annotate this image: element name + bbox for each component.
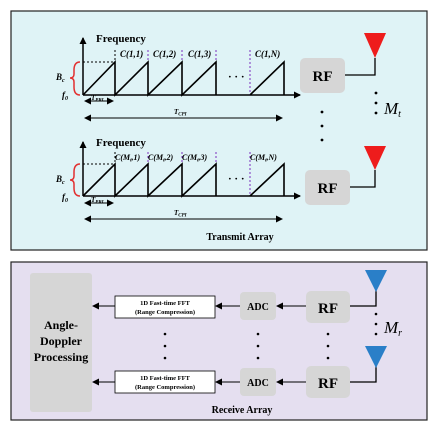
receive-array-title: Receive Array — [212, 405, 273, 416]
transmit-panel — [10, 10, 428, 251]
tcpi-label-2: TCPI — [174, 209, 188, 219]
chirp-sawtooth-1 — [82, 60, 217, 97]
tx-rf-label-2: RF — [318, 181, 338, 197]
tx-antenna-1 — [345, 33, 386, 76]
code-label: C(1,2) — [153, 49, 176, 59]
tpri-label-1: TPRI — [91, 94, 105, 104]
bandwidth-bracket-2 — [69, 163, 81, 197]
rx-antenna-1 — [350, 270, 387, 307]
fft-line1-2: 1D Fast-time FFT — [140, 375, 190, 382]
tx-rf-label-1: RF — [313, 69, 333, 85]
rx-rf-label-2: RF — [318, 376, 338, 392]
adc-block-1 — [240, 292, 276, 320]
bandwidth-label-2: Bc — [55, 174, 65, 186]
fft-line2-2: (Range Compression) — [135, 384, 195, 391]
mr-label: Mr — [383, 318, 402, 339]
code-label: C(1,3) — [188, 49, 211, 59]
code-label: C(Mt,N) — [250, 153, 277, 164]
rx-antenna-2 — [350, 346, 387, 383]
code-label: C(1,1) — [120, 49, 143, 59]
adc-label-2: ADC — [247, 378, 269, 389]
chirp-ellipsis-1: · · · — [228, 71, 245, 83]
tx-antenna-2 — [350, 146, 386, 188]
adc-block-2 — [240, 368, 276, 396]
tx-rf-block-2 — [305, 170, 350, 205]
bandwidth-label-1: Bc — [55, 72, 65, 84]
bandwidth-bracket-1 — [69, 61, 81, 96]
processing-label: Processing — [34, 350, 88, 364]
tx-dots — [320, 91, 378, 142]
angle-doppler-block — [30, 273, 92, 412]
processing-label: Angle- — [44, 318, 78, 332]
rx-rf-block-1 — [306, 291, 350, 323]
frequency-axis-label-2: Frequency — [96, 137, 146, 149]
chirp-sawtooth-2 — [82, 162, 217, 198]
chirp-ellipsis-2: · · · — [228, 173, 245, 185]
processing-label: Doppler — [40, 334, 83, 348]
adc-label-1: ADC — [247, 302, 269, 313]
f0-label-2: f0 — [62, 192, 68, 204]
chirp-plot-1: Frequency · · · Bc f0 TPRI TCPI C(1,1) C… — [55, 33, 301, 122]
code-label: C(1,N) — [255, 49, 280, 59]
code-label: C(Mt,2) — [148, 153, 174, 164]
chirp-plot-2: Frequency · · · Bc f0 TPRI TCPI C(Mt,1) … — [55, 137, 301, 223]
fft-line2-1: (Range Compression) — [135, 309, 195, 316]
code-label: C(Mt,1) — [115, 153, 141, 164]
tcpi-label-1: TCPI — [174, 108, 188, 118]
rx-rf-block-2 — [306, 366, 350, 398]
tpri-label-2: TPRI — [91, 196, 105, 206]
f0-label-1: f0 — [62, 90, 68, 102]
rx-rf-label-1: RF — [318, 301, 338, 317]
signal-arrows — [92, 302, 306, 386]
fft-line1-1: 1D Fast-time FFT — [140, 300, 190, 307]
tx-rf-block-1 — [300, 58, 345, 93]
code-label: C(Mt,3) — [182, 153, 208, 164]
mt-label: Mt — [383, 99, 401, 120]
rx-dots — [163, 312, 378, 360]
frequency-axis-label-1: Frequency — [96, 33, 146, 45]
transmit-array-title: Transmit Array — [206, 232, 273, 243]
